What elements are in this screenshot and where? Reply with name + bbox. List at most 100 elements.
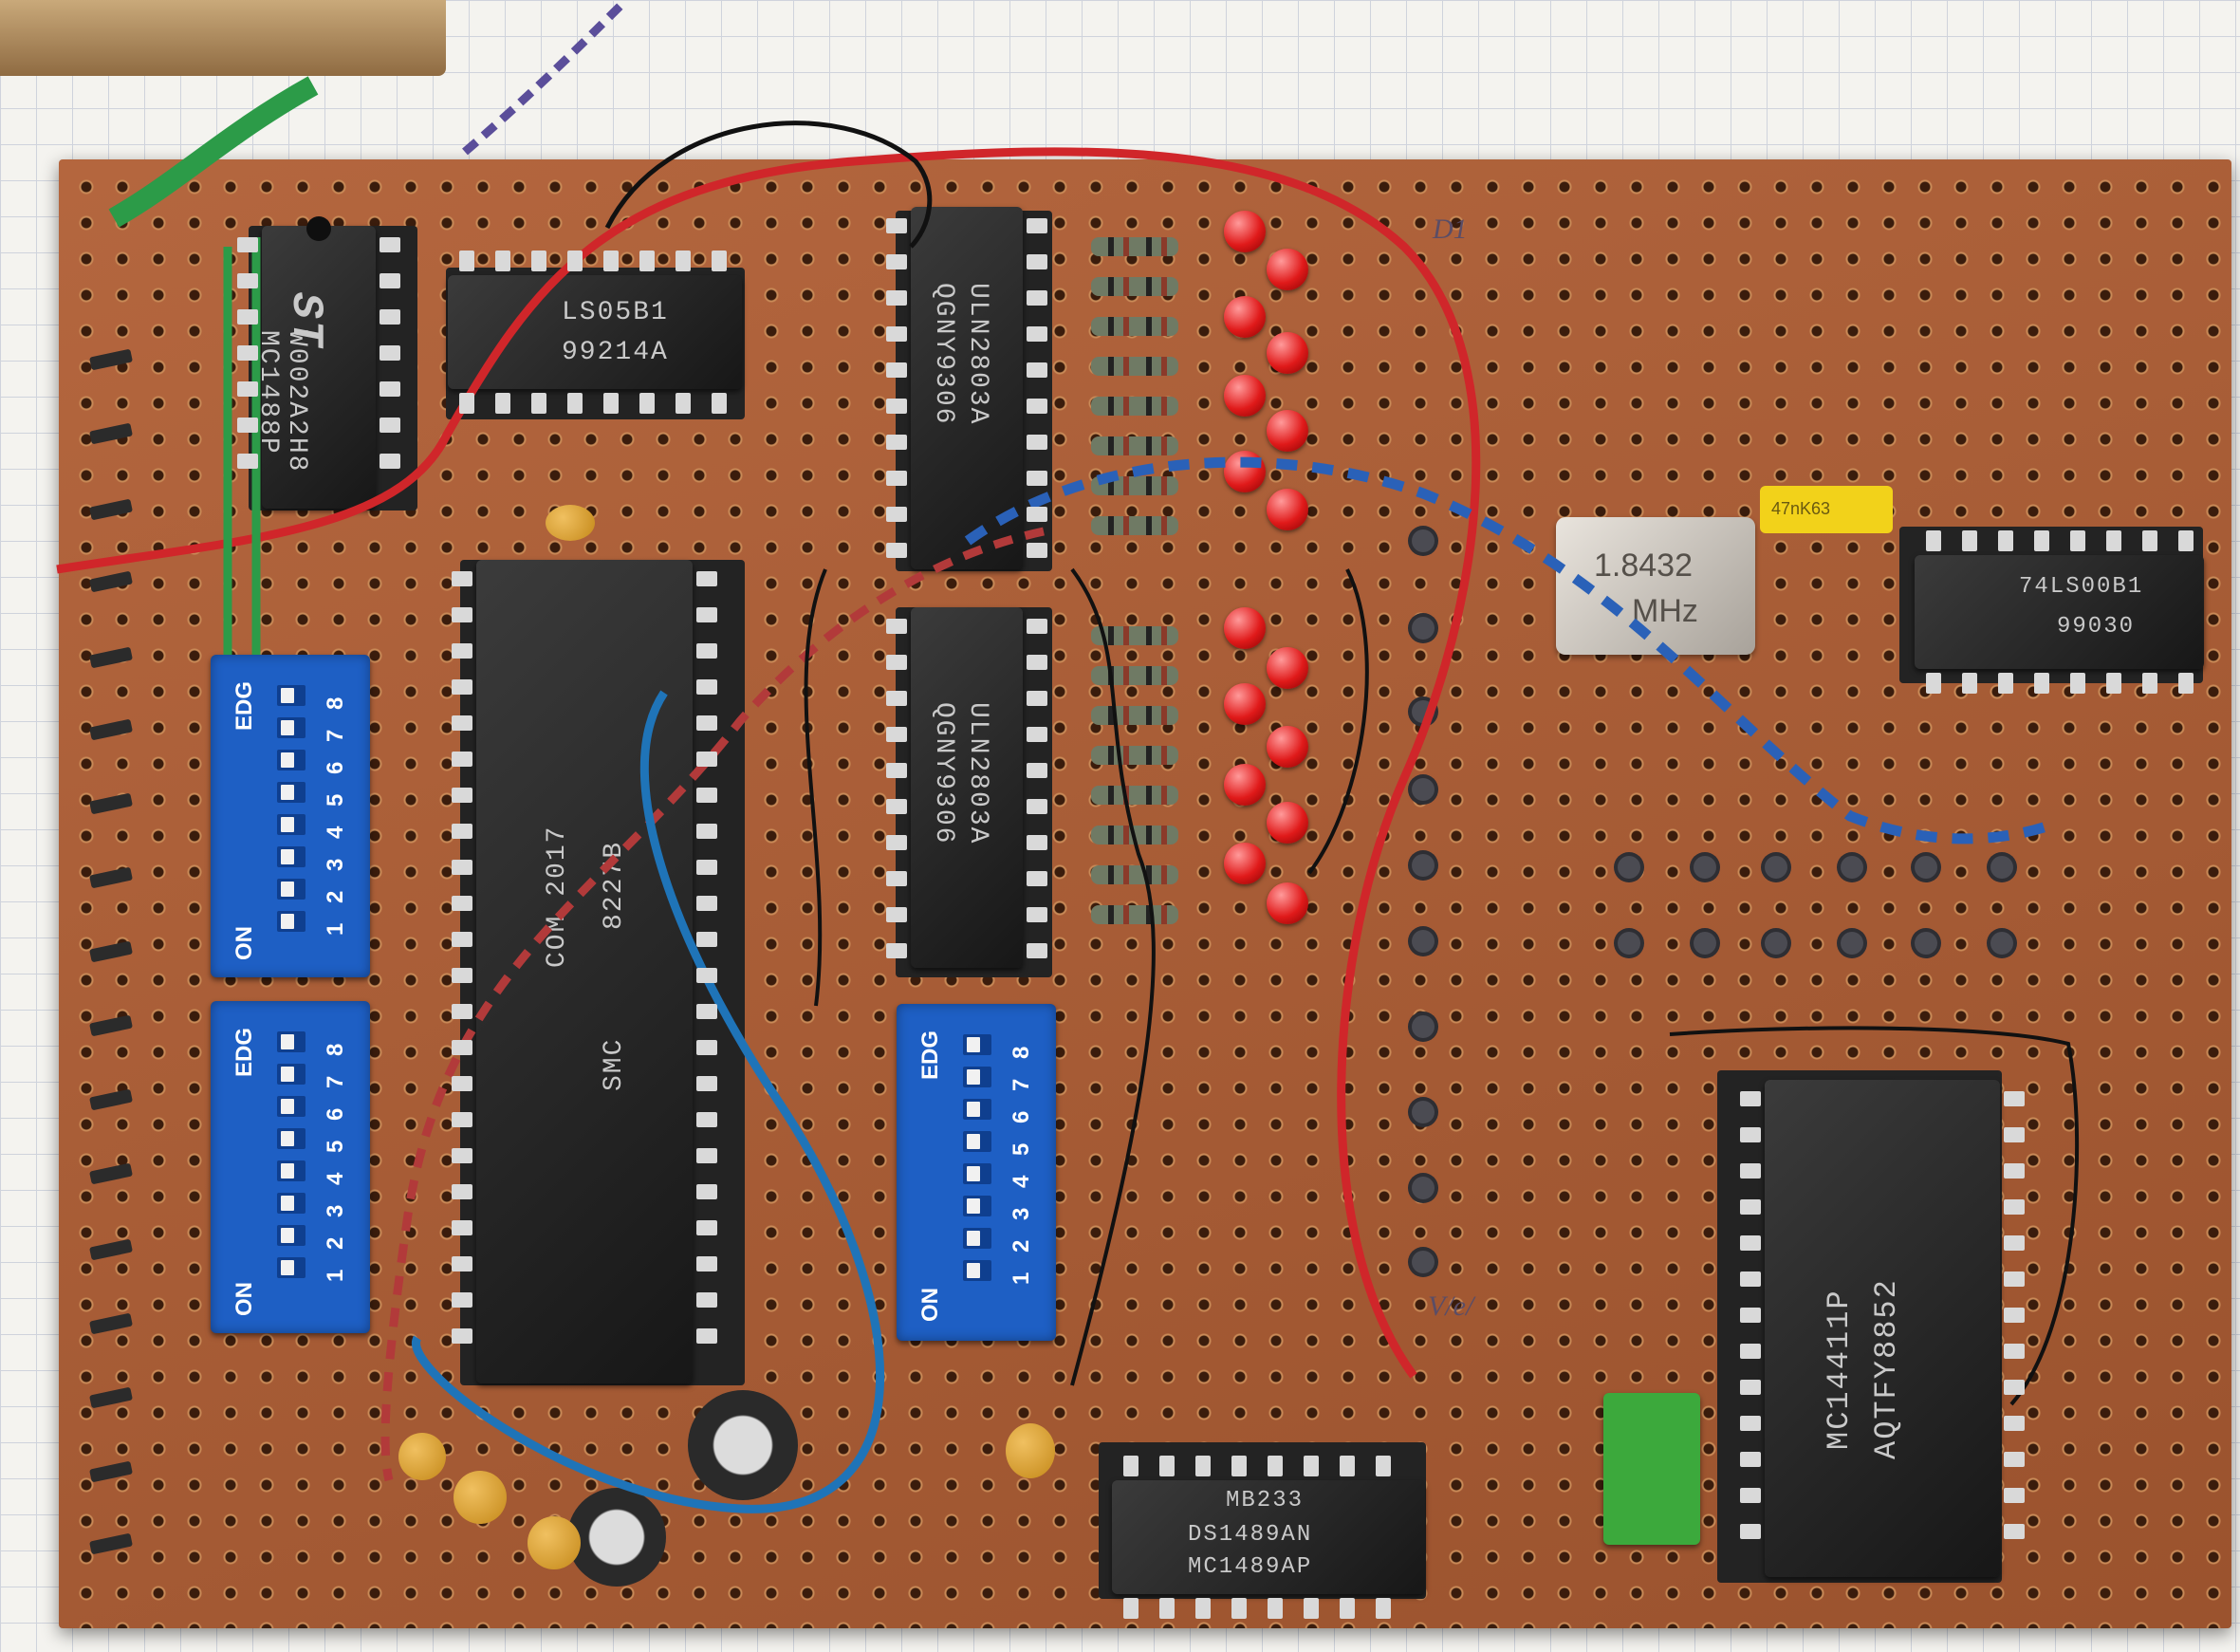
ic-pin bbox=[1027, 471, 1047, 486]
dip-toggle-6[interactable] bbox=[277, 750, 305, 770]
black-wire-bundle bbox=[804, 567, 1369, 1386]
ic-pin bbox=[676, 251, 691, 271]
ic-pin bbox=[1740, 1163, 1761, 1179]
ic-pin bbox=[1195, 1456, 1211, 1476]
ic-pin bbox=[1027, 435, 1047, 450]
ic-pin bbox=[1268, 1598, 1283, 1619]
ic-pin bbox=[886, 254, 907, 269]
annotation-d1: D1 bbox=[1433, 213, 1468, 245]
electrolytic-cap-2 bbox=[567, 1488, 666, 1587]
resistor bbox=[1091, 357, 1178, 376]
ic-pin bbox=[1962, 673, 1977, 694]
dip-toggle-4[interactable] bbox=[277, 1160, 305, 1181]
ic-pin bbox=[2004, 1344, 2025, 1359]
ic-pin bbox=[1268, 1456, 1283, 1476]
blue-wire bbox=[412, 690, 885, 1513]
ic-pin bbox=[452, 1328, 472, 1344]
ic-pin bbox=[1231, 1598, 1247, 1619]
ic-pin bbox=[696, 1076, 717, 1091]
dip-toggle-6[interactable] bbox=[963, 1099, 991, 1120]
ceramic-cap bbox=[546, 505, 595, 541]
ic-pin bbox=[1027, 871, 1047, 886]
ic-pin bbox=[452, 643, 472, 659]
dip-toggle-8[interactable] bbox=[277, 1031, 305, 1052]
ic-pin bbox=[886, 399, 907, 414]
ic-pin bbox=[531, 393, 546, 414]
ic-pin bbox=[2106, 673, 2121, 694]
ic-pin bbox=[1740, 1127, 1761, 1142]
red-led bbox=[1224, 764, 1266, 806]
dip-toggle-2[interactable] bbox=[277, 879, 305, 900]
ic-pin bbox=[237, 237, 258, 252]
dip-toggle-7[interactable] bbox=[277, 1064, 305, 1085]
dip-toggle-3[interactable] bbox=[277, 846, 305, 867]
red-led bbox=[1267, 726, 1308, 768]
dip-toggle-5[interactable] bbox=[277, 782, 305, 803]
jumper-block[interactable] bbox=[1603, 1393, 1700, 1545]
dip-toggle-1[interactable] bbox=[277, 911, 305, 932]
chip-ls05-line1: LS05B1 bbox=[562, 298, 669, 327]
ic-pin bbox=[886, 290, 907, 306]
ic-pin bbox=[452, 1112, 472, 1127]
ic-pin bbox=[1340, 1598, 1355, 1619]
resistor bbox=[1091, 786, 1178, 805]
ic-pin bbox=[1740, 1235, 1761, 1251]
ic-pin bbox=[1027, 799, 1047, 814]
dip-toggle-3[interactable] bbox=[277, 1193, 305, 1214]
resistor bbox=[1091, 277, 1178, 296]
ic-pin bbox=[1027, 543, 1047, 558]
ic-pin bbox=[237, 273, 258, 288]
ic-pin bbox=[452, 932, 472, 947]
ic-pin bbox=[1027, 835, 1047, 850]
dip-toggle-6[interactable] bbox=[277, 1096, 305, 1117]
dip-toggle-1[interactable] bbox=[277, 1257, 305, 1278]
ic-pin bbox=[452, 752, 472, 767]
ic-pin bbox=[237, 454, 258, 469]
dip-toggle-2[interactable] bbox=[963, 1228, 991, 1249]
dip-toggle-7[interactable] bbox=[277, 717, 305, 738]
ic-pin bbox=[452, 607, 472, 622]
dip-toggle-5[interactable] bbox=[963, 1131, 991, 1152]
resistor bbox=[1091, 317, 1178, 336]
film-capacitor-label: 47nK63 bbox=[1771, 499, 1831, 518]
dip-toggle-7[interactable] bbox=[963, 1067, 991, 1087]
ic-pin bbox=[696, 1040, 717, 1055]
ic-pin bbox=[886, 871, 907, 886]
ic-pin bbox=[2004, 1452, 2025, 1467]
ic-pin bbox=[696, 1148, 717, 1163]
ic-pin bbox=[1159, 1598, 1175, 1619]
chip-mc1489-line3: MC1489AP bbox=[1188, 1554, 1313, 1580]
dip-toggle-4[interactable] bbox=[277, 814, 305, 835]
ic-pin bbox=[696, 1220, 717, 1235]
ic-pin bbox=[2004, 1416, 2025, 1431]
dip-toggle-8[interactable] bbox=[963, 1034, 991, 1055]
dip-toggle-1[interactable] bbox=[963, 1260, 991, 1281]
dip-toggle-4[interactable] bbox=[963, 1163, 991, 1184]
film-capacitor: 47nK63 bbox=[1760, 486, 1893, 533]
ic-pin bbox=[1027, 727, 1047, 742]
ic-pin bbox=[886, 471, 907, 486]
ic-pin bbox=[1740, 1091, 1761, 1106]
chip-mc14411: MC14411P AQTFY8852 bbox=[1765, 1080, 2000, 1577]
ic-pin bbox=[452, 788, 472, 803]
dip-toggle-8[interactable] bbox=[277, 685, 305, 706]
crystal-frequency: 1.8432 bbox=[1594, 548, 1693, 584]
ic-pin bbox=[237, 309, 258, 325]
ic-pin bbox=[1740, 1488, 1761, 1503]
ic-pin bbox=[380, 454, 400, 469]
ic-pin bbox=[886, 907, 907, 922]
dip-toggle-5[interactable] bbox=[277, 1128, 305, 1149]
dip-toggle-3[interactable] bbox=[963, 1196, 991, 1216]
ic-pin bbox=[380, 309, 400, 325]
dip-toggle-2[interactable] bbox=[277, 1225, 305, 1246]
ic-pin bbox=[1159, 1456, 1175, 1476]
ic-pin bbox=[380, 237, 400, 252]
ic-pin bbox=[452, 1076, 472, 1091]
ic-pin bbox=[886, 799, 907, 814]
ic-pin bbox=[696, 752, 717, 767]
ic-pin bbox=[886, 727, 907, 742]
ic-pin bbox=[452, 1004, 472, 1019]
